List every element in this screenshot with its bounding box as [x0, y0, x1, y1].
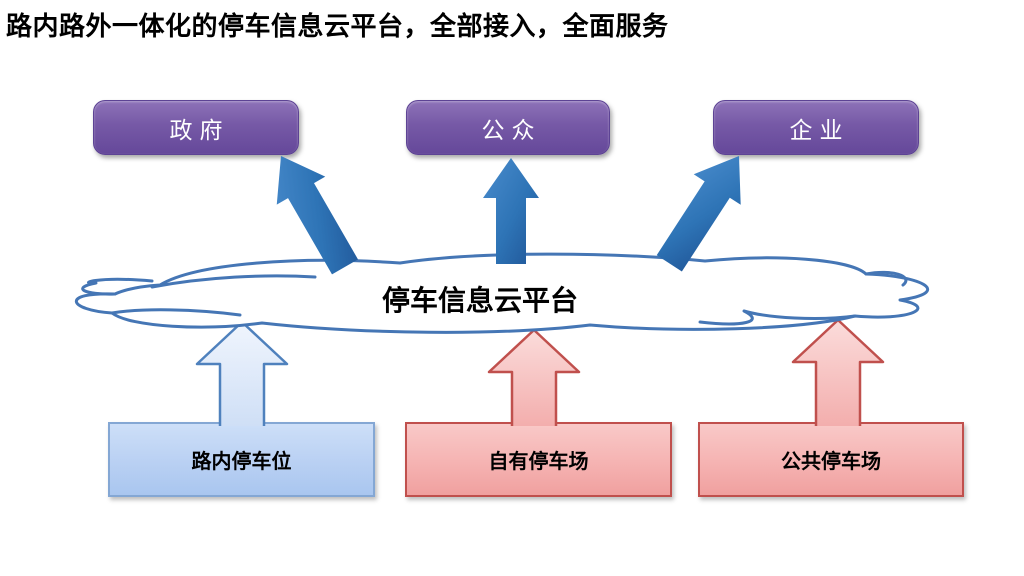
- source-box-private-parking: 自有停车场: [405, 422, 672, 497]
- consumer-label: 企业: [789, 117, 850, 144]
- consumer-box-enterprise: 企业: [713, 100, 919, 155]
- consumer-box-public: 公众: [406, 100, 610, 155]
- consumer-label: 政府: [169, 117, 230, 144]
- source-label: 自有停车场: [488, 451, 589, 473]
- consumer-label: 公众: [481, 117, 542, 144]
- pink-up-arrow-icon: [487, 328, 581, 426]
- source-box-onstreet-parking: 路内停车位: [108, 422, 375, 497]
- pink-up-arrow-icon: [791, 318, 885, 426]
- cloud-platform-label: 停车信息云平台: [381, 285, 578, 316]
- consumer-box-government: 政府: [93, 100, 299, 155]
- source-box-public-parking: 公共停车场: [698, 422, 964, 497]
- blue-up-arrow-icon: [195, 320, 289, 426]
- slide-title: 路内路外一体化的停车信息云平台，全部接入，全面服务: [6, 11, 669, 41]
- up-arrow-icon: [483, 158, 539, 264]
- source-label: 公共停车场: [781, 451, 881, 473]
- source-label: 路内停车位: [191, 451, 292, 473]
- up-right-arrow-icon: [656, 156, 741, 272]
- up-left-arrow-icon: [276, 156, 358, 275]
